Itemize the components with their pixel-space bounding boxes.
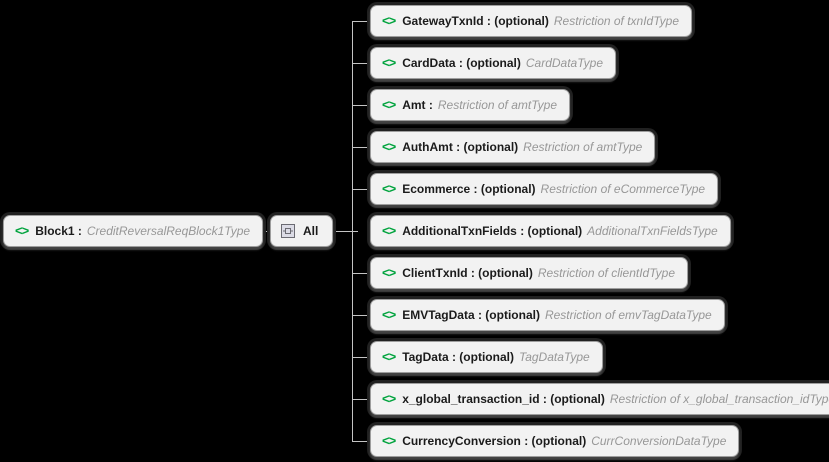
element-type: Restriction of x_global_transaction_idTy… (609, 392, 829, 406)
element-type: Restriction of txnIdType (553, 14, 680, 28)
root-element-node[interactable]: <> Block1 : CreditReversalReqBlock1Type (3, 215, 264, 247)
element-icon: <> (382, 138, 396, 154)
child-element-node[interactable]: <> Amt : Restriction of amtType (370, 89, 571, 121)
child-element-node[interactable]: <> AuthAmt : (optional) Restriction of a… (370, 131, 656, 163)
element-name: Block1 : (35, 224, 82, 238)
element-type: AdditionalTxnFieldsType (587, 224, 718, 238)
element-icon: <> (382, 264, 396, 280)
element-name: Ecommerce : (optional) (402, 182, 536, 196)
child-element-node[interactable]: <> TagData : (optional) TagDataType (370, 341, 603, 373)
element-type: Restriction of amtType (523, 140, 643, 154)
element-type: CurrConversionDataType (591, 434, 727, 448)
element-name: CurrencyConversion : (optional) (402, 434, 587, 448)
connector-stub (352, 357, 376, 358)
element-type: Restriction of eCommerceType (540, 182, 706, 196)
element-type: Restriction of clientIdType (537, 266, 676, 280)
element-name: x_global_transaction_id : (optional) (402, 392, 605, 406)
child-element-node[interactable]: <> x_global_transaction_id : (optional) … (370, 383, 829, 415)
element-name: Amt : (402, 98, 433, 112)
child-element-node[interactable]: <> Ecommerce : (optional) Restriction of… (370, 173, 719, 205)
child-element-node[interactable]: <> CurrencyConversion : (optional) CurrC… (370, 425, 740, 457)
element-icon: <> (15, 222, 29, 238)
element-name: GatewayTxnId : (optional) (402, 14, 549, 28)
element-icon: <> (382, 390, 396, 406)
child-element-node[interactable]: <> CardData : (optional) CardDataType (370, 47, 617, 79)
connector-stub (352, 441, 376, 442)
element-icon: <> (382, 54, 396, 70)
element-type: Restriction of emvTagDataType (544, 308, 712, 322)
element-type: TagDataType (518, 350, 590, 364)
connector-stub (352, 399, 376, 400)
child-element-node[interactable]: <> ClientTxnId : (optional) Restriction … (370, 257, 689, 289)
element-name: ClientTxnId : (optional) (402, 266, 533, 280)
connector-trunk (352, 21, 353, 442)
element-name: EMVTagData : (optional) (402, 308, 540, 322)
child-element-node[interactable]: <> GatewayTxnId : (optional) Restriction… (370, 5, 693, 37)
element-name: TagData : (optional) (402, 350, 514, 364)
element-icon: <> (382, 222, 396, 238)
element-name: AuthAmt : (optional) (402, 140, 519, 154)
element-type: CreditReversalReqBlock1Type (86, 224, 251, 238)
element-name: AdditionalTxnFields : (optional) (402, 224, 583, 238)
child-element-node[interactable]: <> AdditionalTxnFields : (optional) Addi… (370, 215, 731, 247)
element-type: Restriction of amtType (437, 98, 558, 112)
connector-stub (352, 273, 376, 274)
all-compositor-icon (281, 224, 295, 238)
connector-stub (352, 63, 376, 64)
element-icon: <> (382, 306, 396, 322)
element-name: CardData : (optional) (402, 56, 521, 70)
connector-stub (352, 105, 376, 106)
element-icon: <> (382, 96, 396, 112)
connector-stub (352, 147, 376, 148)
connector-stub (352, 21, 376, 22)
compositor-label: All (303, 224, 319, 238)
connector-stub (352, 315, 376, 316)
element-icon: <> (382, 432, 396, 448)
child-element-node[interactable]: <> EMVTagData : (optional) Restriction o… (370, 299, 725, 331)
connector-stub (352, 189, 376, 190)
element-icon: <> (382, 348, 396, 364)
element-icon: <> (382, 12, 396, 28)
element-type: CardDataType (525, 56, 604, 70)
element-icon: <> (382, 180, 396, 196)
all-compositor-node[interactable]: All (270, 215, 334, 247)
connector-all-to-trunk (334, 231, 358, 232)
